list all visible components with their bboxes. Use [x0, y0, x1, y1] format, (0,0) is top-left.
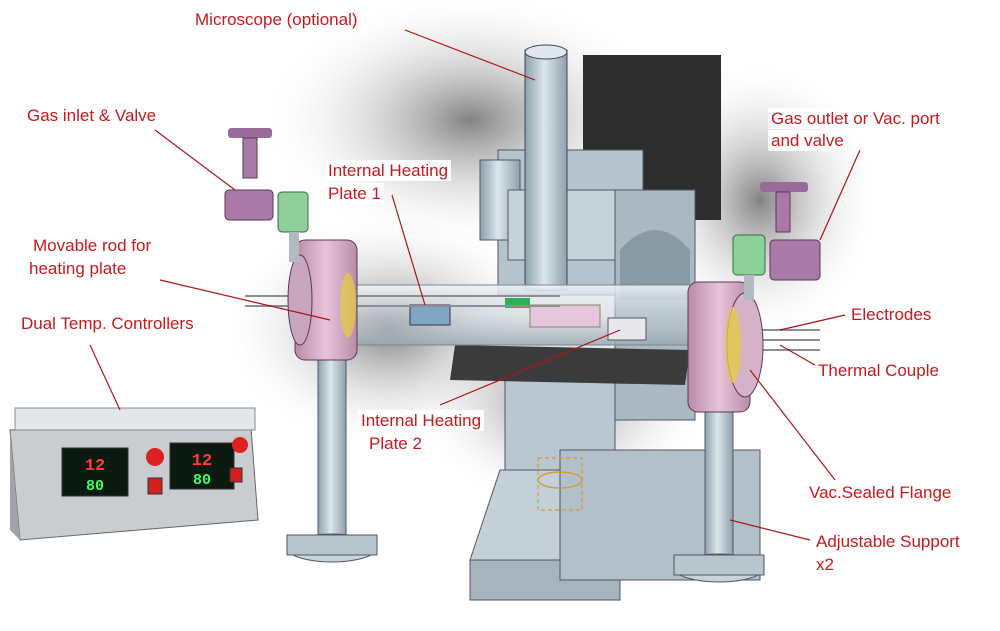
label-support-line1: Adjustable Support — [813, 531, 963, 552]
label-flange: Vac.Sealed Flange — [806, 482, 955, 503]
gas-outlet-valve — [732, 182, 821, 300]
leader-lines — [89, 29, 861, 541]
label-heating-plate1-line2: Plate 1 — [325, 183, 384, 204]
gas-inlet-valve — [224, 128, 309, 262]
left-sv-readout: 80 — [86, 478, 104, 495]
label-heating-plate2-line1: Internal Heating — [358, 410, 485, 431]
label-support-line2: x2 — [813, 554, 837, 575]
label-gas-outlet-line2: and valve — [768, 130, 847, 151]
label-microscope: Microscope (optional) — [192, 9, 361, 30]
label-electrodes: Electrodes — [848, 304, 935, 325]
label-gas-inlet: Gas inlet & Valve — [24, 105, 160, 126]
label-gas-outlet-line1: Gas outlet or Vac. port — [768, 108, 943, 129]
label-movable-rod-line2: heating plate — [26, 258, 130, 279]
quartz-tube — [245, 284, 820, 351]
label-movable-rod-line1: Movable rod for — [30, 235, 155, 256]
dual-temp-controller-box: 12 80 12 80 — [9, 407, 259, 541]
label-heating-plate2-line2: Plate 2 — [366, 433, 425, 454]
label-thermal-couple: Thermal Couple — [815, 360, 942, 381]
left-pv-readout: 12 — [85, 457, 105, 476]
label-dual-temp: Dual Temp. Controllers — [18, 313, 197, 334]
label-heating-plate1-line1: Internal Heating — [325, 160, 452, 181]
flanges — [287, 239, 764, 413]
right-pv-readout: 12 — [192, 452, 212, 471]
stage-base — [450, 345, 761, 601]
adjustable-supports — [286, 359, 765, 583]
right-sv-readout: 80 — [193, 472, 211, 489]
